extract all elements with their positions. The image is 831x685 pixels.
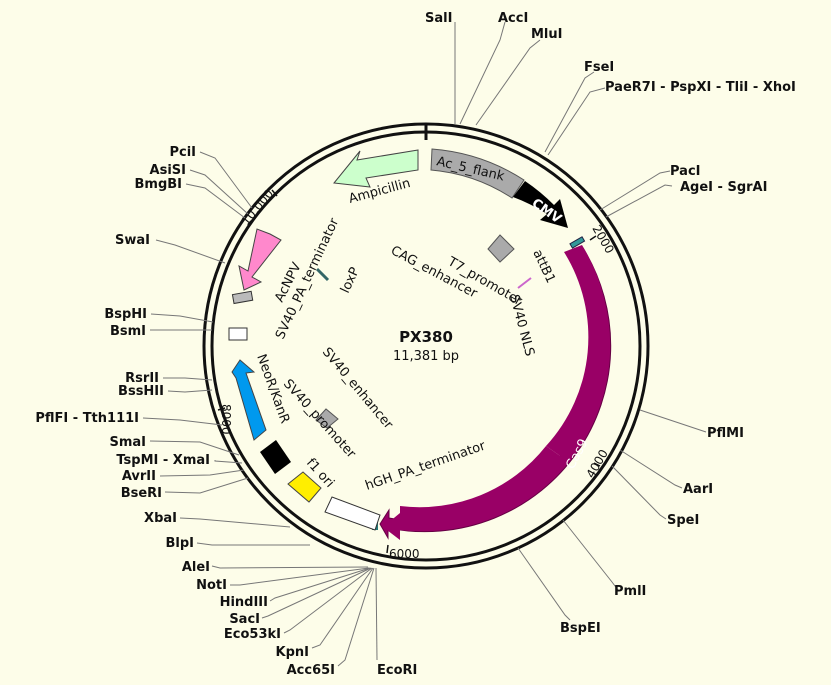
bspei-leader — [517, 547, 571, 621]
small-white-box — [228, 327, 248, 341]
acc65i-leader — [337, 567, 375, 667]
tick-10000-mark — [271, 189, 278, 197]
xbai-leader — [179, 517, 291, 528]
tick-6000-mark — [386, 544, 389, 554]
site-pflmi: PflMI — [707, 426, 744, 441]
mlui-leader — [475, 39, 541, 126]
site-aari: AarI — [683, 482, 713, 497]
asisi-leader — [189, 169, 249, 215]
tick-8000-label: 8000 — [219, 404, 233, 435]
avrii-leader — [159, 469, 245, 477]
site-pcii: PciI — [169, 145, 196, 160]
site-xbai: XbaI — [144, 511, 177, 526]
site-tspmi: TspMI - XmaI — [116, 453, 210, 468]
pflmi-leader — [639, 409, 707, 433]
tick-4000-mark — [593, 462, 601, 467]
spei-leader — [611, 465, 667, 520]
pmli-leader — [562, 519, 619, 591]
alei-leader — [211, 565, 369, 569]
bsphi-leader — [150, 313, 214, 323]
small-grey-box — [231, 290, 254, 305]
ecori-leader — [375, 567, 378, 661]
acci-leader — [459, 21, 506, 125]
site-spei: SpeI — [667, 513, 699, 528]
tick-8000-mark — [217, 407, 226, 411]
site-mlui: MluI — [531, 27, 562, 42]
cas9-arrow-body — [546, 245, 610, 460]
paci-leader — [599, 170, 671, 211]
blpi-leader — [196, 542, 310, 546]
tspmi-leader — [214, 460, 243, 464]
saci-leader — [261, 567, 372, 619]
cag-enhancer-marker — [487, 234, 515, 263]
site-alei: AleI — [182, 560, 210, 575]
attb1-feature — [569, 236, 586, 249]
site-agei: AgeI - SgrAI — [680, 180, 767, 195]
site-swai: SwaI — [115, 233, 150, 248]
site-rsrii: RsrII — [125, 371, 159, 386]
ac5-flank-feature — [430, 148, 525, 199]
site-hindiii: HindIII — [220, 595, 268, 610]
site-avrii: AvrII — [122, 469, 156, 484]
site-noti: NotI — [196, 578, 227, 593]
loxp-marker — [315, 267, 330, 282]
site-bseri: BseRI — [121, 486, 162, 501]
agei-leader — [605, 184, 673, 218]
hgh-pa-terminator-box — [324, 496, 381, 531]
fsei-leader — [544, 71, 595, 153]
site-fsei: FseI — [584, 60, 614, 75]
site-smai: SmaI — [109, 435, 146, 450]
kpni-leader — [311, 567, 374, 649]
sv40-promoter-box — [260, 440, 291, 474]
paer7i-leader — [547, 87, 606, 156]
site-bsmi: BsmI — [110, 324, 146, 339]
ampicillin-arrow — [333, 149, 419, 188]
site-bsphi: BspHI — [104, 307, 147, 322]
site-blpi: BlpI — [165, 536, 194, 551]
aari-leader — [619, 449, 683, 489]
cmv-promoter-arrow — [513, 181, 568, 228]
pflfi-leader — [142, 417, 223, 426]
noti-leader — [230, 567, 370, 586]
site-kpni: KpnI — [276, 645, 309, 660]
neor-kanr-arrow — [231, 359, 267, 441]
hindiii-leader — [269, 567, 371, 602]
swai-leader — [155, 239, 226, 264]
pcii-leader — [199, 151, 253, 209]
site-paci: PacI — [670, 164, 701, 179]
plasmid-name: PX380 — [399, 328, 453, 346]
smai-leader — [149, 440, 240, 456]
site-sali: SalI — [425, 11, 452, 26]
tick-6000-label: 6000 — [389, 547, 420, 561]
bmgbi-leader — [185, 183, 246, 219]
site-pflfi: PflFI - Tth111I — [35, 411, 139, 426]
acnpv-arrow — [238, 228, 282, 291]
site-bmgbi: BmgBI — [134, 177, 182, 192]
site-acci: AccI — [498, 11, 528, 26]
eco53ki-leader — [283, 567, 373, 634]
site-eco53ki: Eco53kI — [224, 627, 281, 642]
site-saci: SacI — [229, 612, 260, 627]
site-ecori: EcoRI — [377, 663, 417, 678]
cas9-arrow-tail — [383, 446, 566, 540]
sv40-enhancer-marker — [315, 408, 339, 429]
restriction-site-labels: SalI AccI MluI FseI PaeR7I - PspXI - Tli… — [35, 11, 796, 678]
bseri-leader — [164, 477, 249, 494]
f1-ori-box — [287, 471, 322, 503]
bsshii-leader — [167, 389, 213, 393]
rsrii-leader — [163, 377, 213, 381]
site-pmli: PmlI — [614, 584, 646, 599]
site-bsshii: BssHII — [118, 384, 164, 399]
site-paer7i: PaeR7I - PspXI - TliI - XhoI — [605, 80, 796, 95]
site-acc65i: Acc65I — [287, 663, 335, 678]
plasmid-size: 11,381 bp — [393, 349, 459, 364]
sv40-nls-marker — [517, 277, 532, 289]
site-bspei: BspEI — [560, 621, 601, 636]
site-asisi: AsiSI — [150, 163, 186, 178]
restriction-site-leaders — [142, 21, 707, 667]
tick-2000-mark — [589, 235, 597, 241]
